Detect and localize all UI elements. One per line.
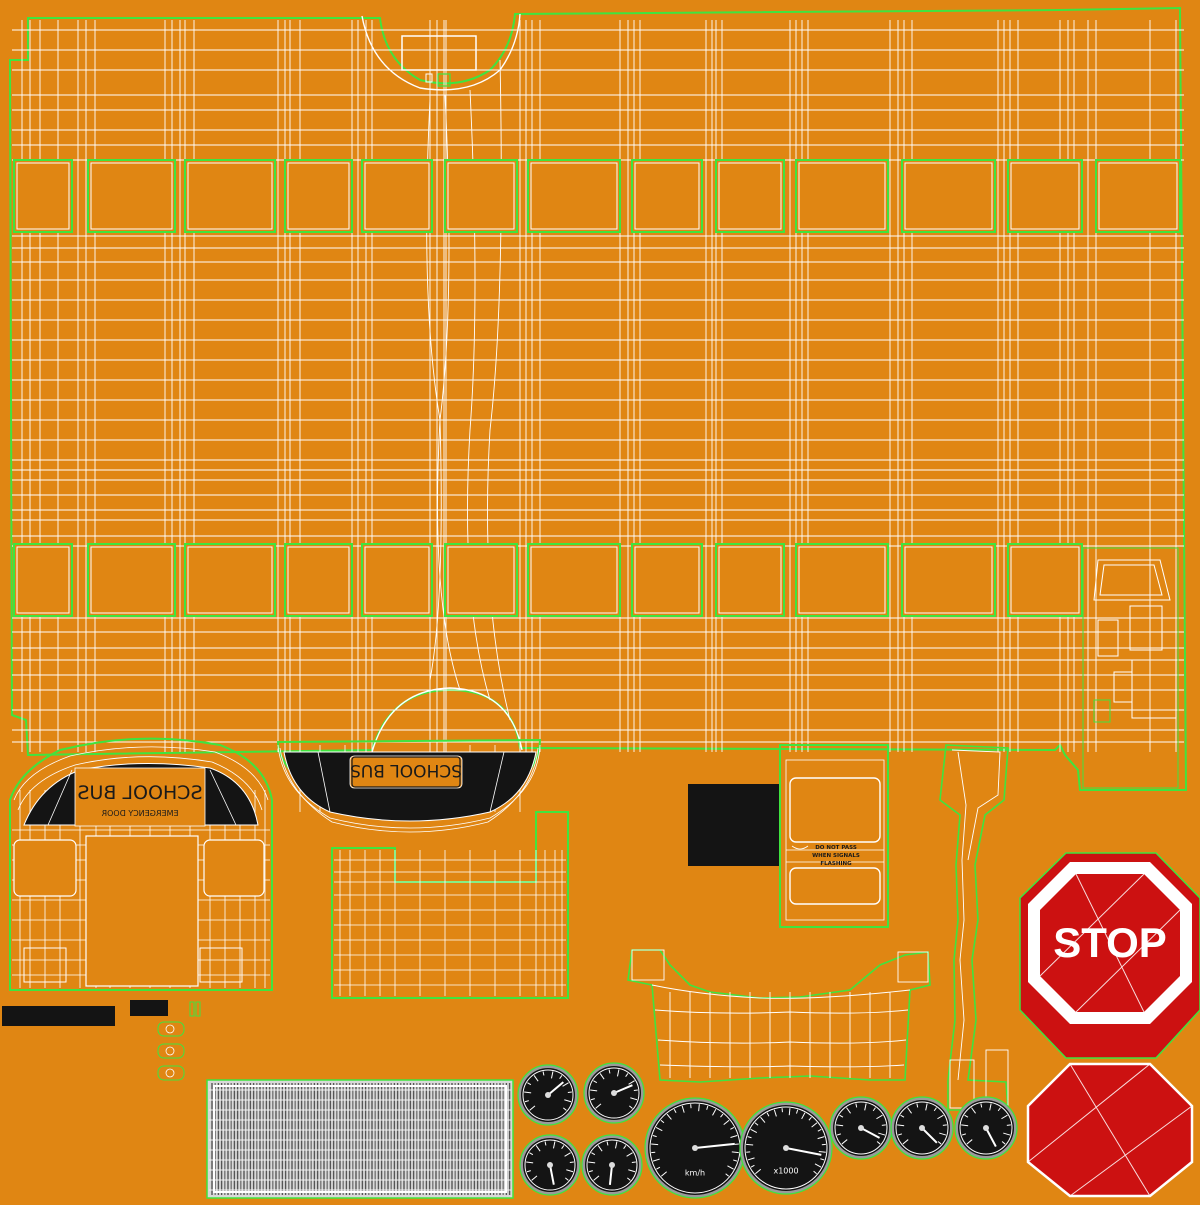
bumper-strip [2, 1006, 115, 1026]
gauge-3: x1000 [740, 1102, 832, 1194]
window-bottom-0 [14, 544, 72, 616]
window-bottom-10 [902, 544, 995, 616]
radiator-grille [207, 1080, 513, 1198]
window-bottom-7 [632, 544, 702, 616]
gauge-2: km/h [645, 1098, 745, 1198]
window-top-9 [796, 160, 888, 232]
gauge-6 [955, 1097, 1017, 1159]
gauge-5 [891, 1097, 953, 1159]
rear-sign-text: SCHOOL BUS [350, 760, 462, 780]
gauge-label-3: x1000 [773, 1166, 798, 1175]
door-sticker-line2: WHEN SIGNALS [812, 853, 860, 859]
gauge-1 [584, 1063, 644, 1123]
window-top-0 [14, 160, 72, 232]
front-window-left [14, 840, 76, 896]
window-top-2 [185, 160, 275, 232]
window-bottom-6 [528, 544, 620, 616]
window-bottom-5 [445, 544, 517, 616]
front-door-panel [86, 836, 198, 986]
window-top-8 [716, 160, 784, 232]
window-top-10 [902, 160, 995, 232]
dark-panel [688, 784, 780, 866]
gauge-label-2: km/h [685, 1169, 705, 1178]
window-bottom-4 [362, 544, 432, 616]
window-bottom-9 [796, 544, 888, 616]
front-sign-subtext: EMERGENCY DOOR [101, 809, 178, 818]
door-sticker-line3: FLASHING [820, 861, 852, 867]
gauge-0 [518, 1065, 578, 1125]
window-top-6 [528, 160, 620, 232]
window-top-12 [1096, 160, 1180, 232]
window-row-bottom [14, 544, 1082, 616]
gauge-8 [582, 1135, 642, 1195]
gauge-4 [830, 1097, 892, 1159]
small-black-strip [130, 1000, 168, 1016]
window-bottom-2 [185, 544, 275, 616]
gauge-7 [520, 1135, 580, 1195]
window-bottom-11 [1008, 544, 1082, 616]
front-sign-text: SCHOOL BUS [77, 782, 202, 804]
front-window-right [204, 840, 264, 896]
window-top-4 [362, 160, 432, 232]
window-top-11 [1008, 160, 1082, 232]
window-top-3 [285, 160, 352, 232]
stop-sign-uv-island: STOP [1020, 853, 1200, 1196]
window-top-1 [88, 160, 175, 232]
window-top-5 [445, 160, 517, 232]
window-bottom-3 [285, 544, 352, 616]
window-bottom-8 [716, 544, 784, 616]
window-top-7 [632, 160, 702, 232]
door-sticker-line1: DO NOT PASS [815, 845, 857, 851]
window-bottom-1 [88, 544, 175, 616]
